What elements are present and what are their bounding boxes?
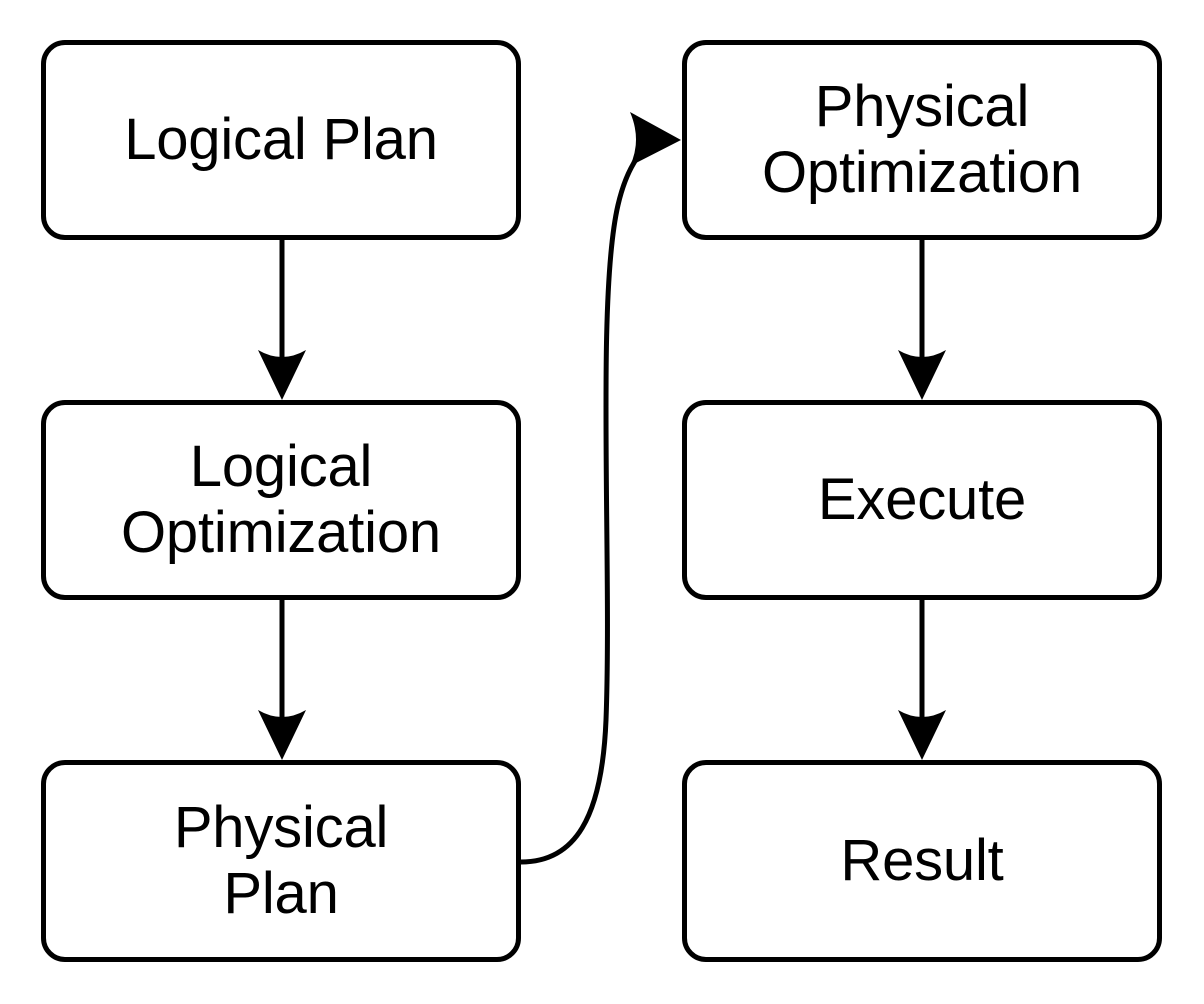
edge-physical-plan-to-physical-optimization	[518, 112, 681, 865]
node-logical-optimization-label: Logical Optimization	[121, 434, 441, 565]
node-physical-optimization[interactable]: Physical Optimization	[682, 40, 1162, 240]
node-result-label: Result	[840, 828, 1004, 893]
edge-execute-to-result	[898, 600, 946, 760]
node-result[interactable]: Result	[682, 760, 1162, 962]
edge-logical-plan-to-logical-optimization	[258, 240, 306, 400]
node-logical-plan-label: Logical Plan	[124, 107, 438, 172]
node-physical-optimization-label: Physical Optimization	[762, 74, 1082, 205]
node-logical-optimization[interactable]: Logical Optimization	[41, 400, 521, 600]
edge-physical-optimization-to-execute	[898, 240, 946, 400]
node-physical-plan[interactable]: Physical Plan	[41, 760, 521, 962]
node-execute-label: Execute	[817, 467, 1027, 532]
edge-logical-optimization-to-physical-plan	[258, 600, 306, 760]
node-logical-plan[interactable]: Logical Plan	[41, 40, 521, 240]
node-physical-plan-label: Physical Plan	[173, 795, 389, 926]
node-execute[interactable]: Execute	[682, 400, 1162, 600]
